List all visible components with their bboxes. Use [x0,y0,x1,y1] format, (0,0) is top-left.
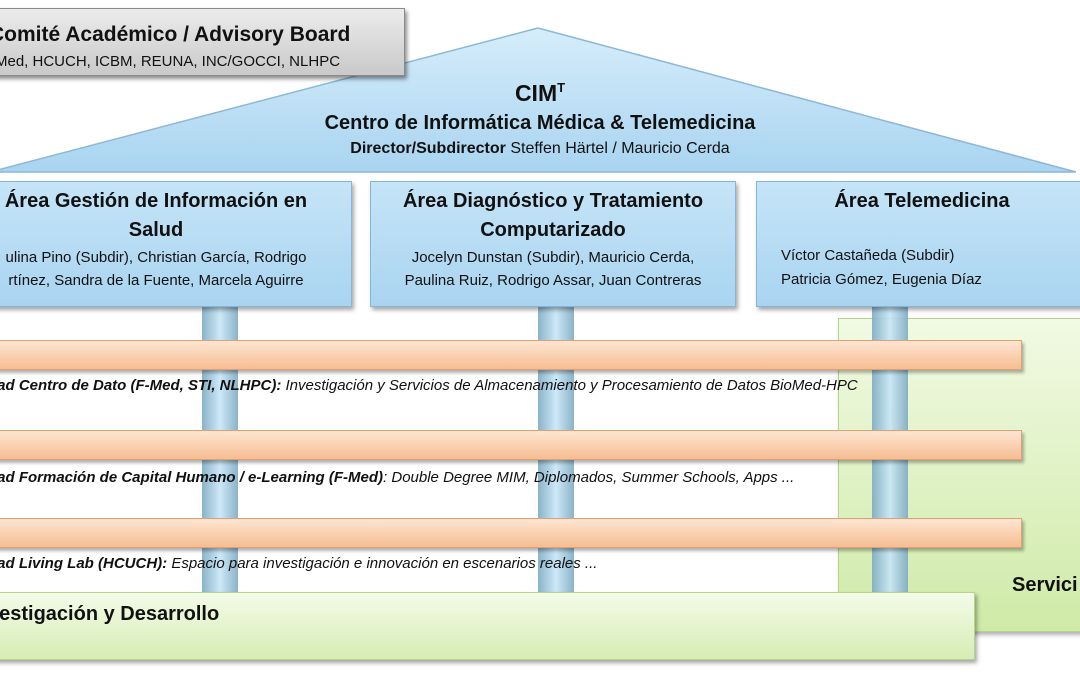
unit-bar-1 [0,340,1022,370]
area-gestion-informacion: Área Gestión de Información en Salud uli… [0,181,352,307]
area-people-line2: rtínez, Sandra de la Fuente, Marcela Agu… [8,272,304,289]
director-label: Director/Subdirector [350,140,506,157]
area-people-line1: ulina Pino (Subdir), Christian García, R… [5,249,307,266]
advisory-members: -Med, HCUCH, ICBM, REUNA, INC/GOCCI, NLH… [0,53,341,70]
advisory-title: Comité Académico / Advisory Board [0,23,351,46]
center-acronym: CIMT [0,80,1080,107]
area-title-line2: Computarizado [480,219,626,241]
area-people-line1: Víctor Castañeda (Subdir) [781,247,955,264]
unit-living-lab: dad Living Lab (HCUCH): Espacio para inv… [0,555,597,572]
unit-bar-3 [0,518,1022,548]
center-acronym-sup: T [557,80,566,95]
unit-centro-dato: dad Centro de Dato (F-Med, STI, NLHPC): … [0,377,858,394]
roof-shape [0,27,1077,173]
center-director: Director/Subdirector Steffen Härtel / Ma… [0,140,1080,158]
unit-description: Investigación y Servicios de Almacenamie… [281,377,858,394]
center-acronym-text: CIM [514,80,558,106]
advisory-board-box: Comité Académico / Advisory Board -Med, … [0,8,405,76]
area-people-line2: Paulina Ruiz, Rodrigo Assar, Juan Contre… [404,272,702,289]
area-title-line1: Área Telemedicina [834,190,1010,212]
unit-formacion-capital-humano: dad Formación de Capital Humano / e-Lear… [0,469,794,486]
unit-description: Espacio para investigación e innovación … [167,555,598,572]
unit-name: dad Centro de Dato (F-Med, STI, NLHPC): [0,377,282,394]
unit-description: : Double Degree MIM, Diplomados, Summer … [383,469,795,486]
investigacion-desarrollo-label: vestigación y Desarrollo [0,603,220,625]
area-title-line2: Salud [128,219,184,241]
unit-bar-2 [0,430,1022,460]
unit-name: dad Living Lab (HCUCH): [0,555,168,572]
area-diagnostico-tratamiento: Área Diagnóstico y Tratamiento Computari… [370,181,736,307]
area-telemedicina: Área Telemedicina Víctor Castañeda (Subd… [756,181,1080,307]
area-title-line1: Área Gestión de Información en [4,190,308,212]
area-title-line1: Área Diagnóstico y Tratamiento [402,190,704,212]
area-people-line2: Patricia Gómez, Eugenia Díaz [781,271,982,288]
director-names: Steffen Härtel / Mauricio Cerda [505,140,730,157]
servicios-label: Servici [1012,574,1078,596]
investigacion-desarrollo-bar [0,592,975,660]
unit-name: dad Formación de Capital Humano / e-Lear… [0,469,384,486]
area-people-line1: Jocelyn Dunstan (Subdir), Mauricio Cerda… [411,249,695,266]
center-name: Centro de Informática Médica & Telemedic… [324,112,756,134]
